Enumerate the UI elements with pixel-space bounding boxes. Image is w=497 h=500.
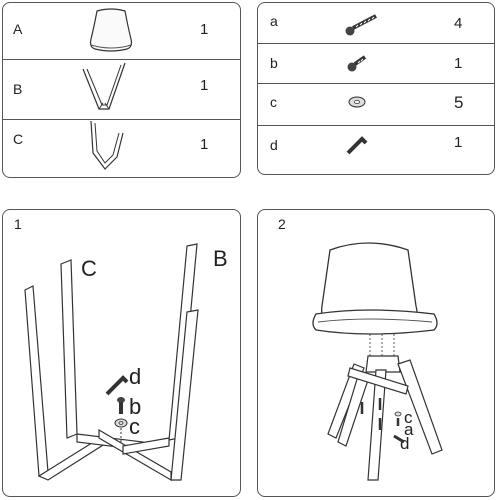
part-letter-c: C [13, 131, 24, 147]
hw-row-divider-2 [258, 83, 494, 84]
short-screw-icon [347, 55, 367, 72]
step-1-label-c-small: c [129, 414, 140, 439]
part-letter-a: A [13, 21, 23, 37]
step-2-label-d: d [400, 434, 410, 453]
hw-qty-d: 1 [454, 134, 463, 151]
hw-letter-c: c [270, 94, 277, 110]
parts-row-divider-1 [3, 59, 240, 60]
step-2-seat-attach-illustration [312, 242, 443, 481]
part-qty-a: 1 [200, 21, 209, 38]
step-1-label-b: B [213, 246, 228, 271]
long-screw-icon [345, 14, 377, 36]
step-2-label-a-small: a [404, 420, 414, 439]
part-qty-b: 1 [200, 77, 209, 94]
hw-letter-d: d [270, 137, 278, 153]
washer-icon [348, 96, 366, 108]
hw-qty-a: 4 [454, 15, 463, 32]
step-1-label-c: C [81, 256, 97, 281]
leg-frame-c-icon [90, 120, 124, 170]
step-2-number: 2 [278, 216, 286, 232]
hw-letter-b: b [270, 55, 278, 71]
hw-letter-a: a [270, 13, 278, 29]
hardware-table: a 4 b 1 c 5 d 1 [257, 2, 495, 175]
hw-qty-b: 1 [454, 55, 463, 72]
step-1-label-d: d [129, 364, 142, 389]
step-1-label-b-small: b [129, 394, 142, 419]
allen-key-icon [346, 136, 368, 155]
parts-row-divider-2 [3, 119, 240, 120]
part-qty-c: 1 [200, 136, 209, 153]
hw-qty-c: 5 [454, 93, 464, 112]
hw-row-divider-3 [258, 125, 494, 126]
step-1-number: 1 [14, 216, 22, 232]
step-2-label-c: c [404, 408, 413, 427]
parts-table: A 1 B 1 C 1 [2, 2, 241, 178]
step-1-leg-assembly-illustration [24, 243, 199, 482]
seat-shell-icon [89, 8, 133, 52]
hw-row-divider-1 [258, 43, 494, 44]
leg-frame-b-icon [82, 62, 126, 110]
part-letter-b: B [13, 81, 23, 97]
step-1-panel: 1 C B d b c [2, 209, 241, 497]
step-2-panel: 2 A c a d [257, 209, 495, 497]
